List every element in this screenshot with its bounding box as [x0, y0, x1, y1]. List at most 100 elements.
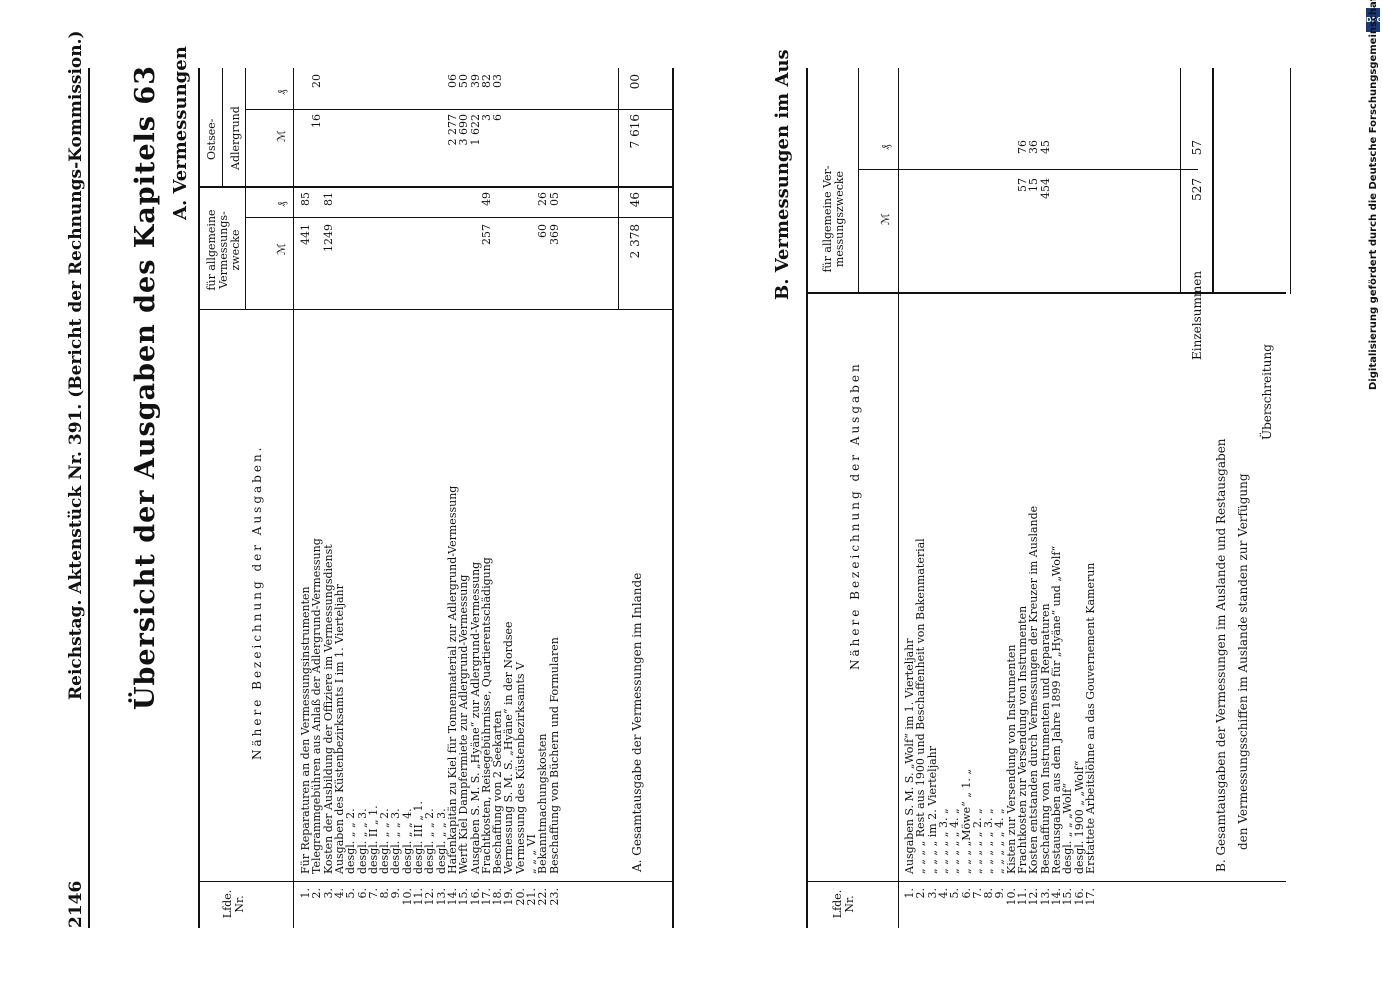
table-a-row-ost-m: [413, 114, 424, 188]
table-b-einzelsummen-pf: 57: [1190, 140, 1204, 156]
table-b-head-nr: Lfde. Nr.: [831, 889, 856, 919]
table-a-row-ost-m: [368, 114, 379, 188]
table-a-sum-rule: [618, 68, 619, 310]
table-b-row-nr: 3.: [925, 888, 939, 899]
table-b-row-pf: [983, 140, 994, 170]
table-a-total-label: A. Gesamtausgabe der Vermessungen im Inl…: [630, 572, 644, 872]
page-title: Übersicht der Ausgaben des Kapitels 63: [130, 65, 161, 710]
table-a-row-ost-pf: [357, 74, 368, 110]
table-a-row-ost-m: [390, 114, 401, 188]
table-a-row-ost-pf: [368, 74, 379, 110]
table-b-row-desc: „ „ „ „ „ 4. „: [948, 808, 962, 874]
table-a-head-nr: Lfde. Nr.: [221, 889, 246, 919]
table-b-row-pf: 45: [1038, 140, 1052, 154]
table-a-row-desc: Kosten der Ausbildung der Offiziere im V…: [321, 544, 335, 874]
table-a-row-ost-pf: [402, 74, 413, 110]
table-a-row-allg-pf: [402, 192, 413, 218]
table-b-head-pf: ₰: [879, 144, 892, 151]
table-a-row-allg-pf: [334, 192, 345, 218]
table-a-row-nr: 13.: [434, 888, 448, 906]
table-a-row-ost-m: [549, 114, 560, 188]
table-b-row-nr: 12.: [1027, 888, 1041, 906]
table-b-einzel-double-rule: [1212, 68, 1214, 294]
table-a-head-ost-m: ℳ: [275, 130, 288, 142]
table-a-row-allg-m: [390, 224, 401, 310]
table-b-total-label-2: den Vermessungsschiffen im Auslande stan…: [1236, 473, 1250, 850]
table-a-row-nr: 2.: [310, 888, 324, 899]
table-a-row-allg-m: [368, 224, 379, 310]
table-a-row-nr: 19.: [502, 888, 516, 906]
table-b-ueberschreitung-label: Überschreitung: [1260, 344, 1274, 440]
table-b-row-nr: 17.: [1083, 888, 1097, 906]
table-a-row-ost-pf: 50: [457, 74, 471, 88]
table-a-row-ost-m: [526, 114, 537, 188]
table-a-bottom-rule: [672, 68, 674, 928]
table-a-row-nr: 12.: [423, 888, 437, 906]
table-a-row-ost-pf: [413, 74, 424, 110]
table-a-row-allg-pf: [390, 192, 401, 218]
table-a-top-rule: [198, 68, 200, 928]
table-a-row-allg-pf: [311, 192, 322, 218]
table-a-row-ost-m: [357, 114, 368, 188]
table-a-head-ost-pf: ₰: [275, 89, 288, 96]
table-a-row-allg-m: [436, 224, 447, 310]
table-b-row-desc: „ „ „ „ „ 4. „: [993, 808, 1007, 874]
table-a-row-allg-pf: [379, 192, 390, 218]
table-a-row-allg-m: [470, 224, 481, 310]
table-b-row-m: [927, 178, 938, 294]
table-a-row-allg-pf: [436, 192, 447, 218]
section-a-label: A. Vermessungen: [170, 46, 191, 220]
table-b-row-pf: 36: [1027, 140, 1041, 154]
table-b-row-m: 454: [1038, 178, 1052, 199]
table-a-row-ost-pf: 39: [468, 74, 482, 88]
table-a-ostsee-rule: [222, 68, 223, 188]
table-a-row-ost-m: [345, 114, 356, 188]
table-b-row-m: [1062, 178, 1073, 294]
table-a-row-allg-pf: [492, 192, 503, 218]
table-a-row-ost-pf: [549, 74, 560, 110]
table-b-head-allg: für allgemeine Ver- messungszwecke: [821, 165, 846, 273]
table-b-sum-rule: [1180, 68, 1181, 294]
table-b-row-desc: „ „ „ „ Rest aus 1900 und Beschaffenheit…: [914, 538, 928, 874]
table-b-row-desc: Beschaffung von Instrumenten und Reparat…: [1038, 603, 1052, 874]
table-b-row-pf: [938, 140, 949, 170]
table-a-row-ost-m: 16: [310, 114, 324, 128]
table-a-row-desc: Ausgaben S. M. S. „Hyäne“ zur Adlergrund…: [468, 561, 482, 874]
table-a-row-desc: desgl. „ „ 3.: [389, 808, 403, 874]
table-a-row-ost-pf: [323, 74, 334, 110]
table-b-row-m: [994, 178, 1005, 294]
table-a-row-desc: Telegrammgebühren aus Anlaß der Adlergru…: [310, 538, 324, 874]
table-a-row-allg-m: [492, 224, 503, 310]
table-a-row-allg-m: [424, 224, 435, 310]
table-b-row-pf: [1062, 140, 1073, 170]
table-b-row-pf: [915, 140, 926, 170]
table-a-row-allg-pf: [345, 192, 356, 218]
table-b-row-pf: [1051, 140, 1062, 170]
table-b-row-nr: 6.: [959, 888, 973, 899]
table-a-row-ost-m: [503, 114, 514, 188]
table-b-row-pf: [994, 140, 1005, 170]
table-a-row-allg-pf: [515, 192, 526, 218]
table-a-row-allg-m: [357, 224, 368, 310]
table-b-row-m: [1006, 178, 1017, 294]
table-a-row-allg-m: [503, 224, 514, 310]
table-b-row-m: [983, 178, 994, 294]
table-a-row-ost-m: [436, 114, 447, 188]
table-a-row-nr: 9.: [389, 888, 403, 899]
table-a-row-ost-pf: [436, 74, 447, 110]
table-b-row-m: [949, 178, 960, 294]
table-a-row-allg-m: [379, 224, 390, 310]
table-a-row-ost-m: 1 622: [468, 114, 482, 146]
table-a-row-allg-pf: [424, 192, 435, 218]
table-a-row-ost-m: [537, 114, 548, 188]
table-a-row-ost-pf: [334, 74, 345, 110]
table-b-subhead-rule: [858, 68, 859, 294]
table-a-row-ost-pf: [515, 74, 526, 110]
table-a-row-allg-m: 369: [547, 224, 561, 245]
table-a-row-allg-m: 60: [536, 224, 550, 238]
table-b-row-nr: 16.: [1072, 888, 1086, 906]
table-a-row-nr: 23.: [547, 888, 561, 906]
table-b-row-pf: [972, 140, 983, 170]
table-b-row-desc: Erstattete Arbeitslöhne an das Gouvernem…: [1083, 562, 1097, 874]
